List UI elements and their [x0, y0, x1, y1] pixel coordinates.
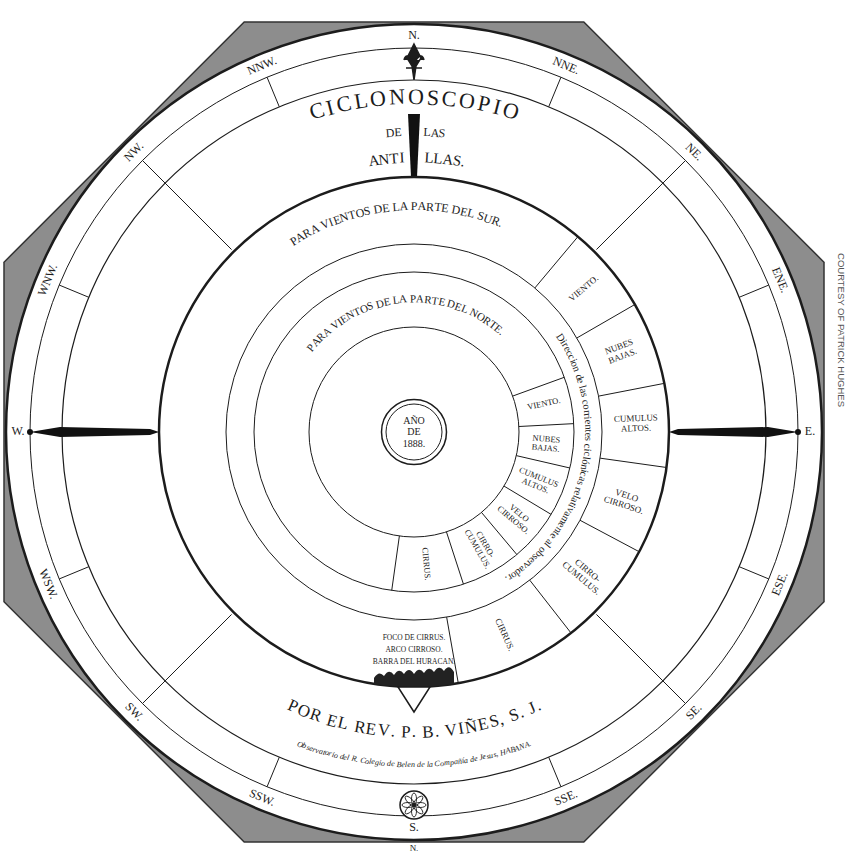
compass-tick [267, 757, 279, 787]
north-fleur [404, 44, 424, 80]
compass-tick [549, 757, 561, 787]
cell-divider [599, 383, 665, 396]
inner-ring [309, 327, 519, 537]
compass-point: E. [805, 425, 815, 438]
east-pointer-tip [795, 429, 801, 435]
hurricane-bar [374, 667, 454, 687]
west-pointer-tip [27, 429, 33, 435]
compass-tick [549, 77, 561, 107]
north-pointer [408, 114, 420, 177]
south-pointer [398, 687, 430, 712]
compass-tick [59, 567, 89, 579]
title-ring [62, 80, 766, 784]
compass-tick [59, 285, 89, 297]
cell-divider [446, 532, 463, 584]
cell-divider [530, 580, 571, 633]
cell-divider [600, 458, 666, 467]
compass-ring [30, 48, 798, 816]
hurricane-label: ARCO CIRROSO. [385, 646, 442, 654]
cell-divider [519, 424, 574, 427]
compass-tick [142, 614, 231, 703]
compass-tick [739, 567, 769, 579]
cloud-cell-label: NUBES BAJAS. [521, 432, 572, 455]
compass-point: W. [11, 425, 24, 438]
outer-ring [6, 24, 822, 840]
rotating-disk [159, 177, 669, 687]
cloud-cell-label: CUMULUS ALTOS. [606, 413, 667, 435]
cell-divider [535, 237, 578, 288]
next-disk-label: N. [410, 844, 419, 854]
west-pointer [30, 427, 159, 437]
cell-divider [513, 377, 565, 396]
compass-point: N. [408, 29, 420, 42]
cell-divider [577, 305, 635, 339]
compass-tick [267, 77, 279, 107]
octagon-frame [4, 22, 824, 842]
south-band-ring [226, 244, 602, 620]
compass-point: S. [409, 821, 419, 834]
compass-tick [596, 160, 685, 249]
cell-divider [392, 536, 400, 590]
hurricane-label: FOCO DE CIRRUS. [383, 634, 446, 642]
cell-divider [580, 520, 639, 551]
year-text: AÑO DE 1888. [397, 415, 431, 450]
compass-tick [739, 285, 769, 297]
cell-dividers [392, 237, 667, 683]
hurricane-label: BARRA DEL HURACAN. [373, 658, 455, 666]
compass-ticks [59, 77, 769, 787]
hurricane-emblem [400, 791, 428, 819]
compass-tick [142, 160, 231, 249]
year-circle: AÑO DE 1888. [380, 398, 448, 466]
north-band-ring [254, 272, 574, 592]
compass-tick [596, 614, 685, 703]
courtesy-note: COURTESY OF PATRICK HUGHES [836, 253, 846, 407]
east-pointer [669, 427, 798, 437]
